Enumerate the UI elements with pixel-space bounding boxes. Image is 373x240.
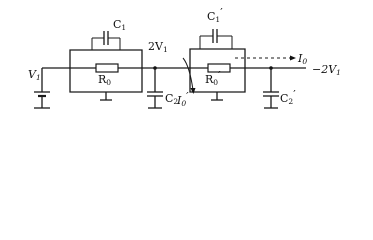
current-i0-arrow <box>235 55 296 61</box>
label-v1: V1 <box>28 68 41 82</box>
label-r0-left: R0 <box>98 73 111 87</box>
resistor-r0 <box>95 63 119 73</box>
circuit-schematic: V1 C1 R0 C2 2V1 <box>28 6 341 109</box>
label-c2-left: C2 <box>165 92 178 106</box>
capacitor-c1-prime <box>199 29 233 49</box>
capacitor-c2-prime <box>263 68 279 109</box>
label-node-2v1: 2V1 <box>148 40 168 54</box>
left-module-box <box>69 49 143 101</box>
resistor-r0-prime <box>207 63 231 73</box>
label-c1-right: C1′ <box>207 6 223 24</box>
label-i0-prime: I0′ <box>176 90 189 108</box>
label-r0-right: R0′ <box>205 69 221 87</box>
capacitor-c1 <box>91 31 121 50</box>
label-c1-left: C1 <box>113 18 126 32</box>
right-module-box <box>189 48 246 101</box>
voltage-source-v1 <box>34 68 50 109</box>
label-out-neg-2v1: −2V1 <box>312 63 341 77</box>
current-i0-prime-arrow <box>182 57 196 94</box>
label-c2-right: C2′ <box>280 88 296 106</box>
capacitor-c2 <box>147 68 163 109</box>
label-i0-right: I0 <box>297 52 307 66</box>
